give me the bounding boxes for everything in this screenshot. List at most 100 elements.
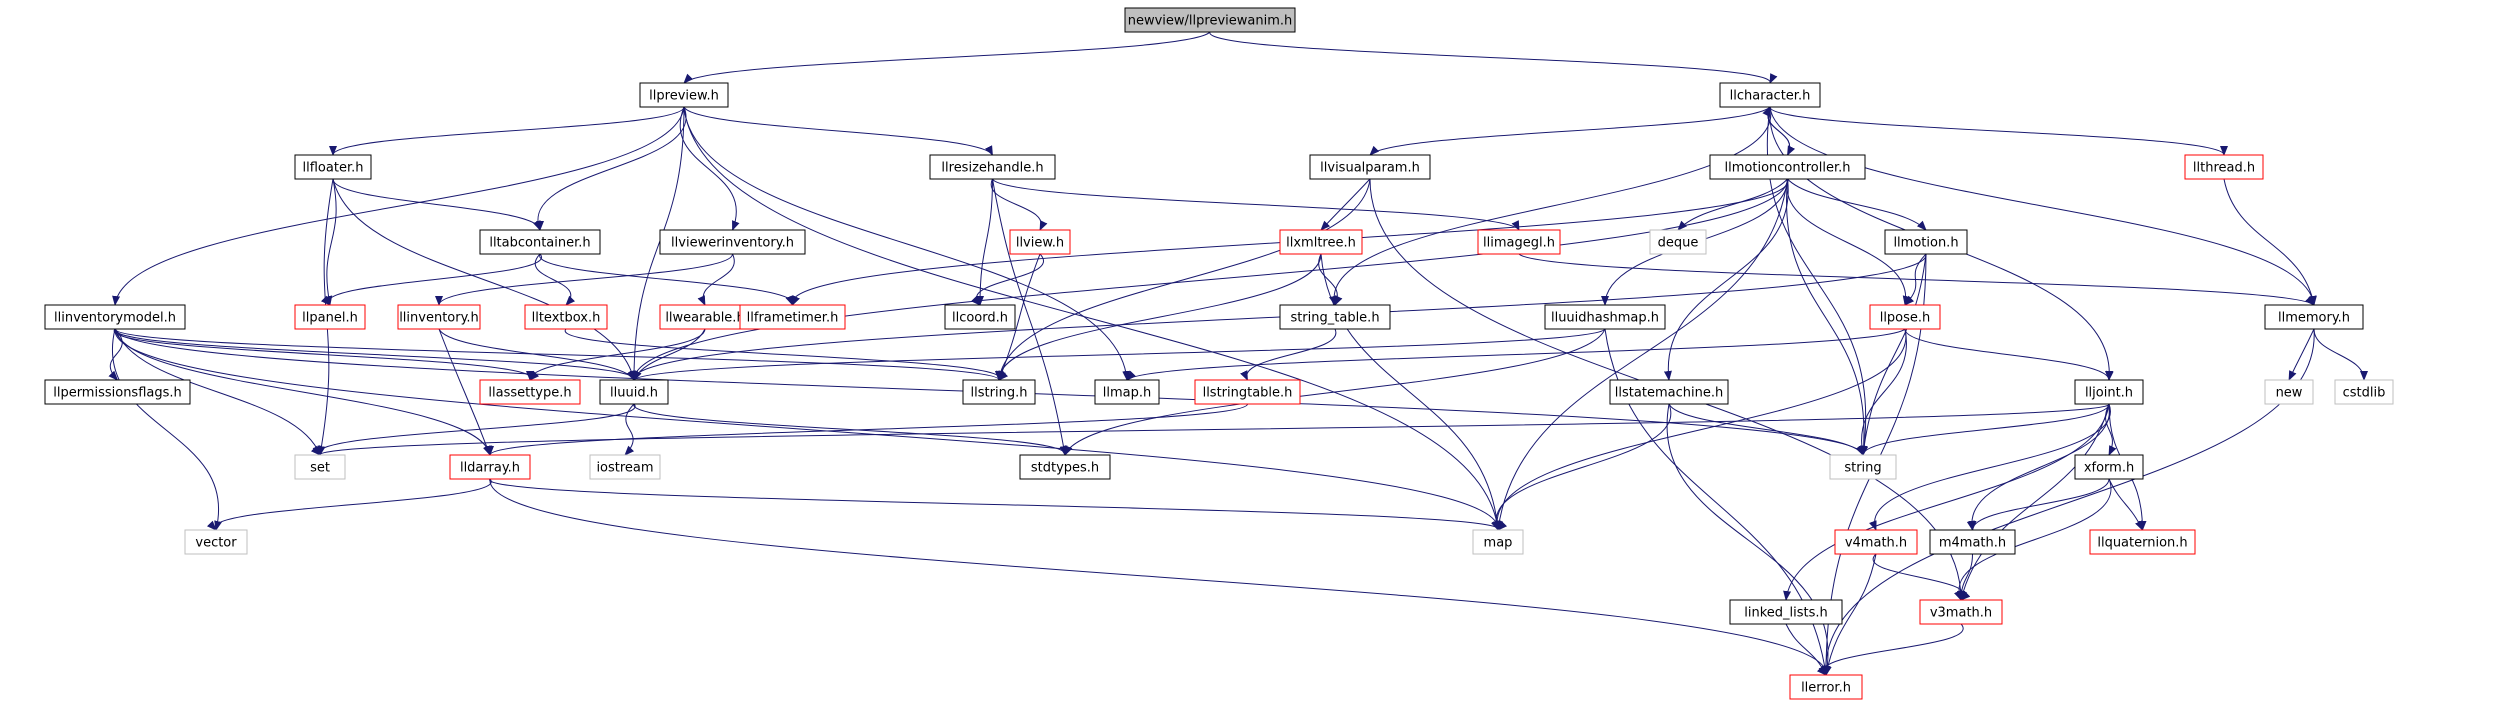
edge-m4math-to-v3math — [1957, 553, 1973, 601]
node-llstring[interactable]: llstring.h — [962, 379, 1036, 405]
node-llvisualparam[interactable]: llvisualparam.h — [1309, 154, 1431, 180]
node-llquaternion[interactable]: llquaternion.h — [2089, 529, 2196, 555]
node-box-llview — [1009, 229, 1071, 255]
edge-llvisualparam-to-llstring — [996, 178, 1371, 381]
node-box-llinventory — [397, 304, 481, 330]
edge-xform-to-m4math — [1968, 478, 2110, 531]
node-string: string — [1829, 454, 1897, 480]
node-llmap[interactable]: llmap.h — [1094, 379, 1160, 405]
edge-llmotioncontroller-to-llmotion — [1787, 178, 1927, 231]
node-box-lljoint — [2074, 379, 2144, 405]
node-label-llpose: llpose.h — [1880, 311, 1931, 326]
node-llview[interactable]: llview.h — [1009, 229, 1071, 255]
node-box-llvisualparam — [1309, 154, 1431, 180]
node-label-v4math: v4math.h — [1845, 536, 1907, 551]
node-box-llpreview — [639, 82, 729, 108]
node-m4math[interactable]: m4math.h — [1929, 529, 2016, 555]
node-llframetimer[interactable]: llframetimer.h — [739, 304, 846, 330]
node-label-string_table: string_table.h — [1290, 311, 1379, 326]
node-llwearable[interactable]: llwearable.h — [659, 304, 751, 330]
node-box-string — [1829, 454, 1897, 480]
node-vector: vector — [184, 529, 248, 555]
node-xform[interactable]: xform.h — [2074, 454, 2144, 480]
node-box-llmotion — [1884, 229, 1968, 255]
edge-llmotioncontroller-to-deque — [1677, 178, 1788, 231]
node-llcoord[interactable]: llcoord.h — [944, 304, 1016, 330]
edge-lljoint-to-xform — [2105, 403, 2117, 456]
edge-llimagegl-to-llmemory — [1518, 253, 2315, 306]
edge-llpose-to-llmap — [1126, 328, 1906, 381]
node-set: set — [294, 454, 346, 480]
edge-llpreview-to-llfloater — [329, 106, 685, 156]
node-llstringtable[interactable]: llstringtable.h — [1194, 379, 1301, 405]
node-string_table[interactable]: string_table.h — [1279, 304, 1391, 330]
node-cstdlib: cstdlib — [2334, 379, 2394, 405]
edge-llstatemachine-to-map — [1491, 403, 1672, 531]
node-box-llpanel — [294, 304, 366, 330]
node-llstatemachine[interactable]: llstatemachine.h — [1609, 379, 1729, 405]
node-llfloater[interactable]: llfloater.h — [294, 154, 372, 180]
node-box-new — [2264, 379, 2314, 405]
node-lltextbox[interactable]: lltextbox.h — [524, 304, 608, 330]
edge-llmotioncontroller-to-map — [1495, 178, 1788, 531]
node-llresizehandle[interactable]: llresizehandle.h — [929, 154, 1056, 180]
node-box-set — [294, 454, 346, 480]
edge-llmotioncontroller-to-llpose — [1786, 178, 1911, 306]
node-box-llassettype — [479, 379, 581, 405]
node-box-map — [1472, 529, 1524, 555]
node-llinventorymodel[interactable]: llinventorymodel.h — [44, 304, 186, 330]
node-label-vector: vector — [195, 536, 237, 551]
node-box-lltabcontainer — [479, 229, 601, 255]
edge-llinventorymodel-to-set — [114, 328, 321, 456]
node-llxmltree[interactable]: llxmltree.h — [1279, 229, 1363, 255]
node-llmemory[interactable]: llmemory.h — [2264, 304, 2364, 330]
node-llpose[interactable]: llpose.h — [1869, 304, 1941, 330]
node-llassettype[interactable]: llassettype.h — [479, 379, 581, 405]
edge-llresizehandle-to-llimagegl — [992, 178, 1520, 231]
node-llmotioncontroller[interactable]: llmotioncontroller.h — [1709, 154, 1866, 180]
node-llviewerinventory[interactable]: llviewerinventory.h — [659, 229, 806, 255]
node-root[interactable]: newview/llpreviewanim.h — [1124, 7, 1296, 33]
node-label-llstringtable: llstringtable.h — [1203, 386, 1293, 401]
node-llpanel[interactable]: llpanel.h — [294, 304, 366, 330]
edge-lldarray-to-map — [489, 478, 1507, 531]
edge-llpreview-to-llinventorymodel — [112, 106, 685, 306]
node-llerror[interactable]: llerror.h — [1789, 674, 1863, 700]
node-lljoint[interactable]: lljoint.h — [2074, 379, 2144, 405]
edge-llinventorymodel-to-llpermissionsflags — [108, 328, 123, 381]
edge-llstatemachine-to-llerror — [1666, 403, 1832, 676]
node-llmotion[interactable]: llmotion.h — [1884, 229, 1968, 255]
edge-llresizehandle-to-stdtypes — [992, 178, 1068, 456]
node-label-llmemory: llmemory.h — [2278, 311, 2350, 326]
node-label-llpermissionsflags: llpermissionsflags.h — [53, 386, 182, 401]
node-box-deque — [1649, 229, 1707, 255]
node-linked_lists[interactable]: linked_lists.h — [1729, 599, 1843, 625]
node-box-xform — [2074, 454, 2144, 480]
node-lluuid[interactable]: lluuid.h — [599, 379, 669, 405]
edge-lljoint-to-v3math — [1959, 403, 2110, 601]
edge-llinventorymodel-to-map — [114, 328, 1503, 531]
node-v4math[interactable]: v4math.h — [1834, 529, 1918, 555]
node-lltabcontainer[interactable]: lltabcontainer.h — [479, 229, 601, 255]
node-v3math[interactable]: v3math.h — [1919, 599, 2003, 625]
node-lldarray[interactable]: lldarray.h — [449, 454, 531, 480]
edge-llpose-to-string — [1857, 328, 1907, 456]
edge-lluuid-to-set — [310, 403, 636, 456]
node-llinventory[interactable]: llinventory.h — [397, 304, 481, 330]
edge-llpreview-to-lluuid — [630, 106, 685, 381]
node-llimagegl[interactable]: llimagegl.h — [1477, 229, 1561, 255]
node-label-llquaternion: llquaternion.h — [2097, 536, 2187, 551]
node-lluuidhashmap[interactable]: lluuidhashmap.h — [1544, 304, 1666, 330]
node-stdtypes[interactable]: stdtypes.h — [1019, 454, 1111, 480]
edge-llresizehandle-to-llview — [990, 178, 1048, 231]
node-deque: deque — [1649, 229, 1707, 255]
node-llpermissionsflags[interactable]: llpermissionsflags.h — [44, 379, 191, 405]
edge-llstringtable-to-lldarray — [486, 403, 1248, 456]
edge-llthread-to-llmemory — [2223, 178, 2317, 306]
node-box-llcharacter — [1719, 82, 1821, 108]
node-box-llstring — [962, 379, 1036, 405]
edge-v4math-to-llerror — [1823, 553, 1877, 676]
node-llcharacter[interactable]: llcharacter.h — [1719, 82, 1821, 108]
node-llpreview[interactable]: llpreview.h — [639, 82, 729, 108]
node-llthread[interactable]: llthread.h — [2184, 154, 2264, 180]
